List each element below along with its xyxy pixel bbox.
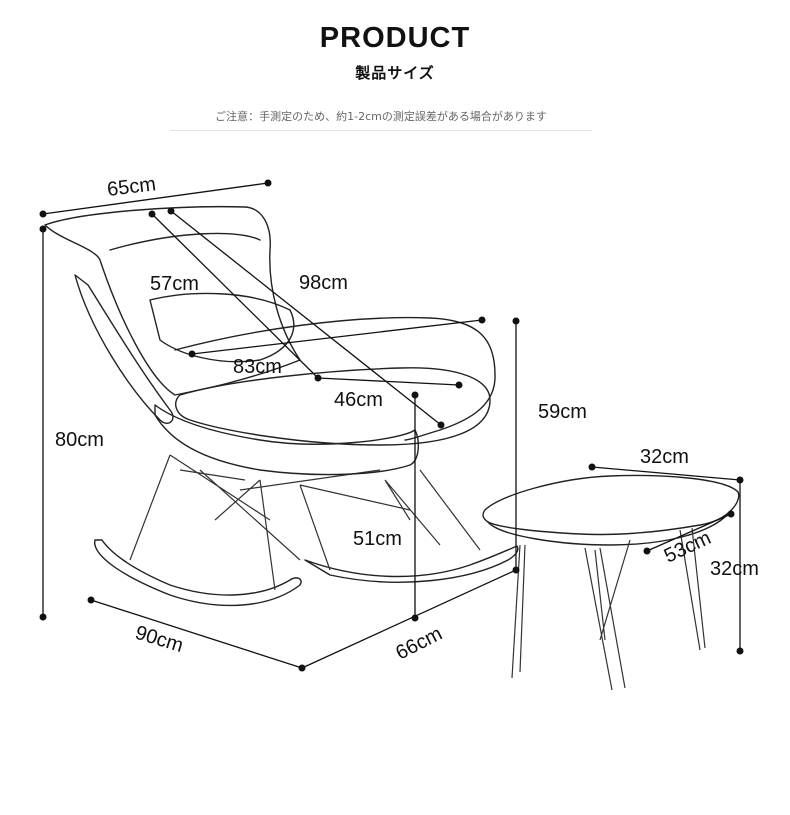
- left-rocker: [94, 539, 302, 607]
- measurement-notice: ご注意：手測定のため、約1-2cmの測定誤差がある場合があります: [170, 108, 592, 131]
- label-chair-width-top: 65cm: [106, 173, 157, 201]
- seat-shell: [174, 316, 496, 441]
- base-shell: [154, 404, 419, 476]
- label-arm-height: 59cm: [538, 401, 587, 423]
- back-cushion: [149, 292, 295, 363]
- right-rocker: [304, 545, 519, 583]
- label-back-height: 98cm: [299, 272, 348, 294]
- ottoman-illustration: [482, 474, 740, 691]
- label-total-height: 80cm: [55, 429, 104, 451]
- label-chair-length: 90cm: [133, 622, 186, 657]
- page-title: PRODUCT: [319, 22, 471, 54]
- ottoman-side: [487, 511, 731, 546]
- page-subtitle: 製品サイズ: [355, 64, 435, 82]
- label-ottoman-height: 32cm: [710, 558, 759, 580]
- headrest-seam: [109, 232, 261, 251]
- label-ottoman-width: 32cm: [640, 446, 689, 468]
- label-seat-depth: 46cm: [334, 389, 383, 411]
- chair-legs: [129, 454, 481, 591]
- label-seat-width: 83cm: [233, 356, 282, 378]
- rocking-chair-illustration: [44, 205, 519, 607]
- dimension-lines: [39, 179, 744, 672]
- ottoman-top: [482, 474, 740, 536]
- label-back-diagonal: 57cm: [150, 273, 199, 295]
- seat-cushion: [174, 367, 491, 446]
- label-seat-height: 51cm: [353, 528, 402, 550]
- ottoman-legs: [511, 527, 706, 691]
- label-chair-depth: 66cm: [392, 623, 446, 665]
- left-side: [74, 274, 174, 424]
